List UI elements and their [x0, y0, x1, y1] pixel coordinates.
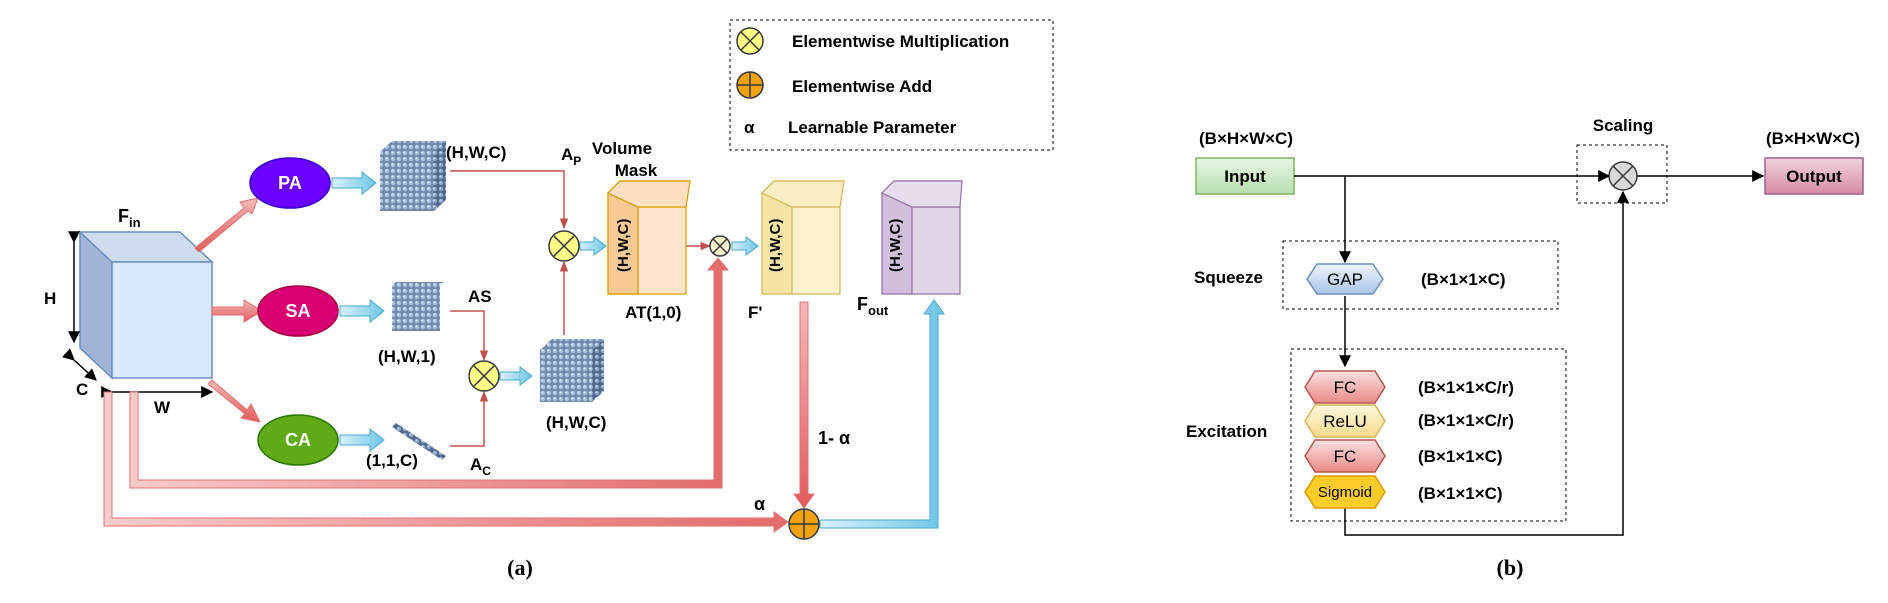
- multiply-node-ap: [548, 230, 580, 262]
- legend-alpha-symbol: α: [744, 118, 755, 137]
- panel-b-caption: (b): [1497, 555, 1524, 580]
- svg-text:SA: SA: [285, 301, 310, 321]
- excitation-group: [1290, 348, 1567, 522]
- fprime-label: F': [748, 303, 762, 322]
- volume-mask-cube: [606, 180, 691, 295]
- ap-label: AP: [561, 145, 581, 168]
- sa-output-tensor: [392, 282, 444, 331]
- input-box: Input: [1195, 157, 1295, 195]
- layer-fc-1: FC: [1304, 370, 1386, 404]
- one-minus-alpha-label: 1- α: [818, 428, 850, 448]
- svg-text:PA: PA: [278, 173, 302, 193]
- svg-text:ReLU: ReLU: [1323, 412, 1366, 431]
- pa-node: PA: [249, 157, 331, 209]
- attention-connectors: [450, 170, 712, 447]
- sa-node: SA: [257, 285, 339, 337]
- add-to-fout-arrow: [819, 299, 945, 529]
- svg-text:GAP: GAP: [1327, 270, 1363, 289]
- svg-text:Sigmoid: Sigmoid: [1318, 484, 1372, 501]
- excitation-label: Excitation: [1186, 422, 1267, 441]
- volume-mask-dims: (H,W,C): [615, 219, 632, 272]
- input-shape-label: (B×H×W×C): [1199, 129, 1293, 148]
- fout-label: Fout: [857, 294, 889, 318]
- fprime-cube: [760, 180, 845, 295]
- svg-text:Output: Output: [1786, 167, 1842, 186]
- dimension-arrows: [61, 231, 214, 398]
- output-shape-label: (B×H×W×C): [1766, 129, 1860, 148]
- dim-w-label: W: [154, 398, 171, 417]
- ca-output-tensor: [392, 423, 446, 460]
- scaling-group: [1576, 144, 1668, 204]
- sa-output-shape: (H,W,1): [378, 347, 436, 366]
- scaling-multiply-node: [1608, 161, 1638, 191]
- dim-h-label: H: [44, 289, 56, 308]
- input-feature-cube: [78, 230, 214, 380]
- svg-text:CA: CA: [285, 430, 311, 450]
- branch-arrows: [194, 197, 263, 423]
- legend-multiply-label: Elementwise Multiplication: [792, 32, 1009, 51]
- gap-shape: (B×1×1×C): [1421, 270, 1506, 289]
- svg-text:FC: FC: [1334, 378, 1357, 397]
- fprime-input-arrow: [731, 236, 759, 256]
- legend-parameter-label: Learnable Parameter: [788, 118, 957, 137]
- pa-output-tensor: [380, 141, 446, 211]
- multiply-node-mask: [709, 235, 731, 257]
- legend-add-label: Elementwise Add: [792, 77, 932, 96]
- svg-text:Input: Input: [1224, 167, 1266, 186]
- layer-relu-shape: (B×1×1×C/r): [1418, 411, 1514, 430]
- fprime-dims: (H,W,C): [767, 219, 784, 272]
- fout-cube: [880, 180, 963, 295]
- as-label: AS: [468, 287, 492, 306]
- skip-to-add-arrow: [103, 391, 789, 533]
- fused-arrow: [499, 366, 533, 386]
- legend-add-icon: [736, 71, 764, 99]
- volume-input-arrow: [579, 236, 607, 256]
- legend-multiply-icon: [736, 27, 764, 55]
- ac-label: AC: [470, 455, 491, 478]
- volume-mask-title-1: Volume: [592, 139, 652, 158]
- layer-fc-2-shape: (B×1×1×C): [1418, 447, 1503, 466]
- pa-output-shape: (H,W,C): [446, 143, 506, 162]
- legend: Elementwise Multiplication Elementwise A…: [729, 19, 1054, 151]
- fused-tensor: [540, 339, 604, 402]
- volume-mask-title-2: Mask: [615, 161, 658, 180]
- add-node: [788, 508, 820, 540]
- layer-fc-2: FC: [1304, 439, 1386, 473]
- layer-fc-1-shape: (B×1×1×C/r): [1418, 378, 1514, 397]
- layer-sigmoid: Sigmoid: [1304, 475, 1386, 509]
- dim-c-label: C: [76, 380, 88, 399]
- panel-a-caption: (a): [507, 555, 533, 580]
- alpha-label: α: [754, 494, 765, 514]
- squeeze-label: Squeeze: [1194, 268, 1263, 287]
- multiply-node-sa-ca: [468, 360, 500, 392]
- layer-relu: ReLU: [1304, 404, 1386, 438]
- ca-node: CA: [257, 414, 339, 466]
- skip-to-multiply-arrow: [129, 257, 730, 489]
- fout-dims: (H,W,C): [887, 219, 904, 272]
- at-label: AT(1,0): [625, 303, 681, 322]
- layer-sigmoid-shape: (B×1×1×C): [1418, 484, 1503, 503]
- f-in-label: Fin: [118, 206, 141, 230]
- node-output-arrows: [331, 170, 385, 453]
- svg-text:FC: FC: [1334, 447, 1357, 466]
- squeeze-group: [1282, 240, 1559, 310]
- ca-output-shape: (1,1,C): [366, 451, 418, 470]
- fused-shape: (H,W,C): [546, 413, 606, 432]
- fprime-to-add-arrow: [793, 301, 815, 509]
- output-box: Output: [1764, 157, 1864, 195]
- scaling-label: Scaling: [1593, 116, 1653, 135]
- gap-node: GAP: [1306, 263, 1384, 295]
